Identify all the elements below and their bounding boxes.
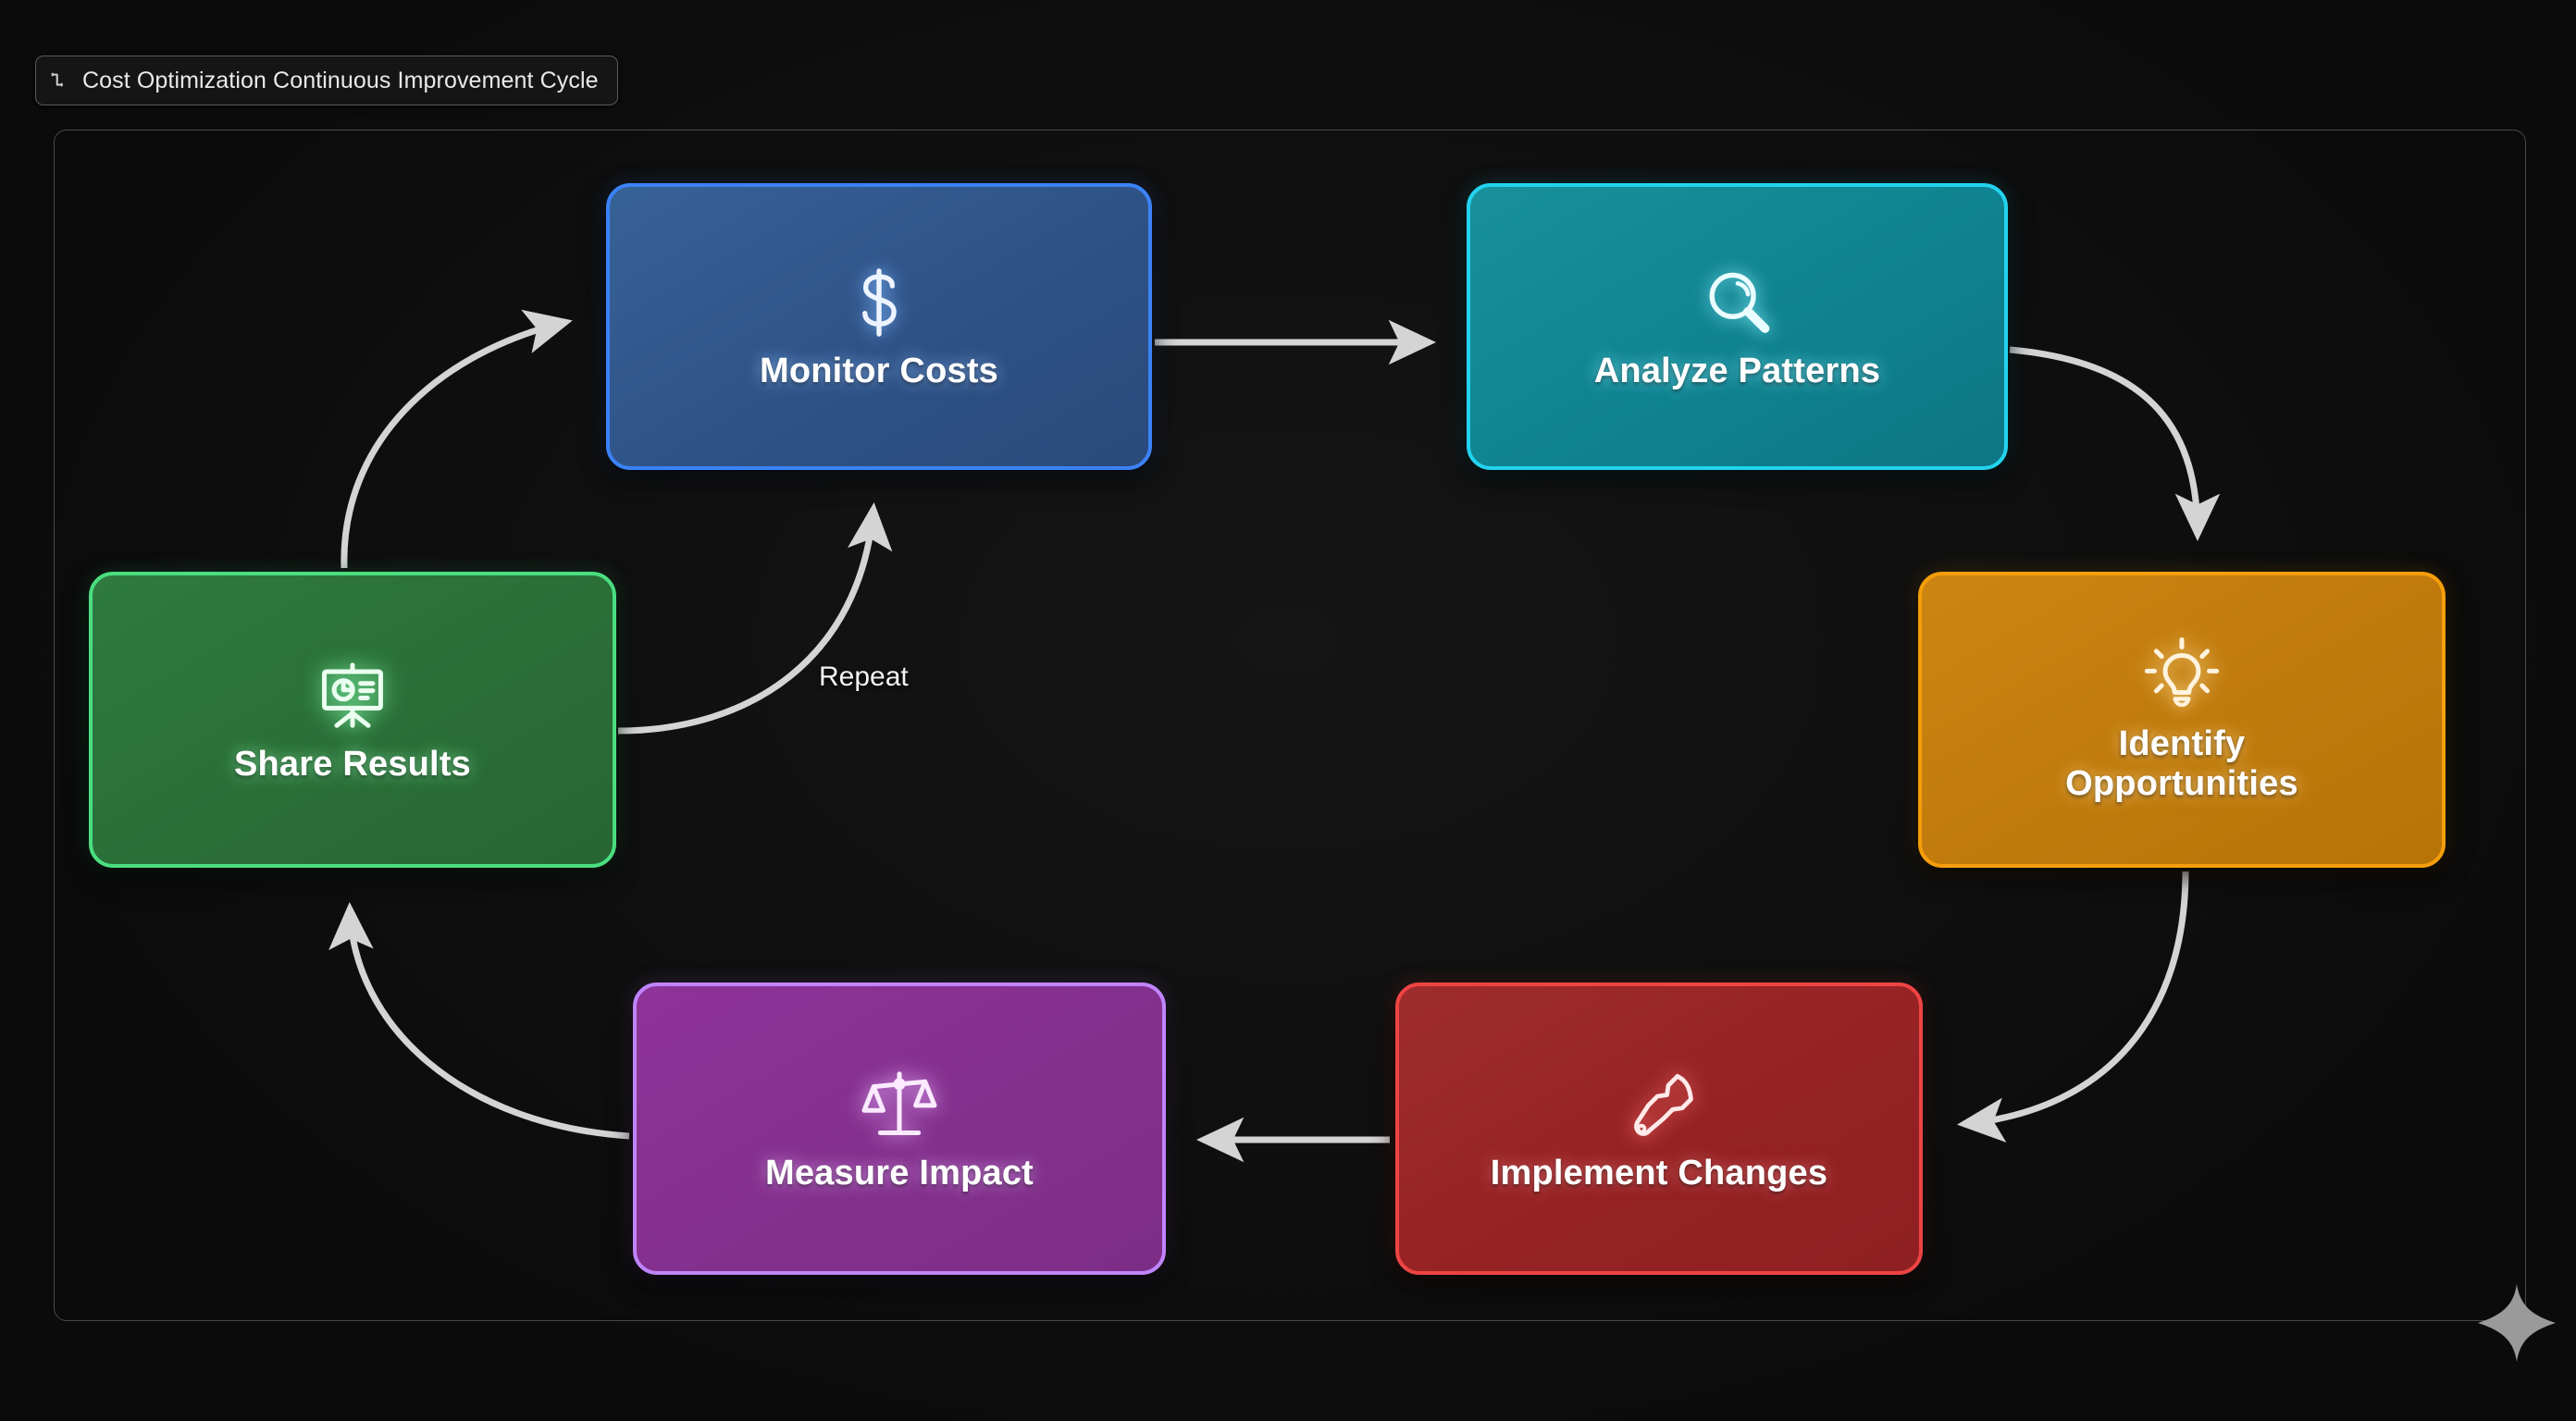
dollar-sign-icon bbox=[862, 267, 897, 337]
diagram-title-text: Cost Optimization Continuous Improvement… bbox=[82, 67, 599, 93]
node-label-line-2: Opportunities bbox=[2065, 764, 2298, 803]
node-implement-changes[interactable]: Implement Changes bbox=[1395, 982, 1923, 1275]
node-monitor-costs[interactable]: Monitor Costs bbox=[606, 183, 1152, 470]
wrench-icon bbox=[1634, 1073, 1693, 1136]
node-label-identify-opportunities: Identify Opportunities bbox=[2065, 724, 2298, 803]
diagram-canvas-frame bbox=[54, 130, 2526, 1321]
presentation-chart-icon bbox=[322, 662, 383, 728]
corner-bracket-icon bbox=[51, 72, 63, 87]
node-label-implement-changes: Implement Changes bbox=[1490, 1153, 1828, 1192]
node-identify-opportunities[interactable]: Identify Opportunities bbox=[1918, 572, 2446, 868]
node-label-share-results: Share Results bbox=[233, 744, 472, 784]
node-label-measure-impact: Measure Impact bbox=[764, 1153, 1034, 1192]
node-label-analyze-patterns: Analyze Patterns bbox=[1593, 351, 1881, 390]
node-share-results[interactable]: Share Results bbox=[89, 572, 616, 868]
diagram-title-chip[interactable]: Cost Optimization Continuous Improvement… bbox=[35, 56, 618, 105]
magnifying-glass-icon bbox=[1709, 272, 1769, 333]
lightbulb-icon bbox=[2144, 637, 2220, 708]
node-measure-impact[interactable]: Measure Impact bbox=[633, 982, 1166, 1275]
node-analyze-patterns[interactable]: Analyze Patterns bbox=[1467, 183, 2008, 470]
node-label-line-1: Identify bbox=[2118, 724, 2246, 764]
balance-scale-icon bbox=[861, 1071, 937, 1135]
node-label-monitor-costs: Monitor Costs bbox=[759, 351, 999, 390]
edge-label-repeat: Repeat bbox=[819, 661, 909, 692]
sparkle-icon bbox=[2478, 1284, 2556, 1362]
